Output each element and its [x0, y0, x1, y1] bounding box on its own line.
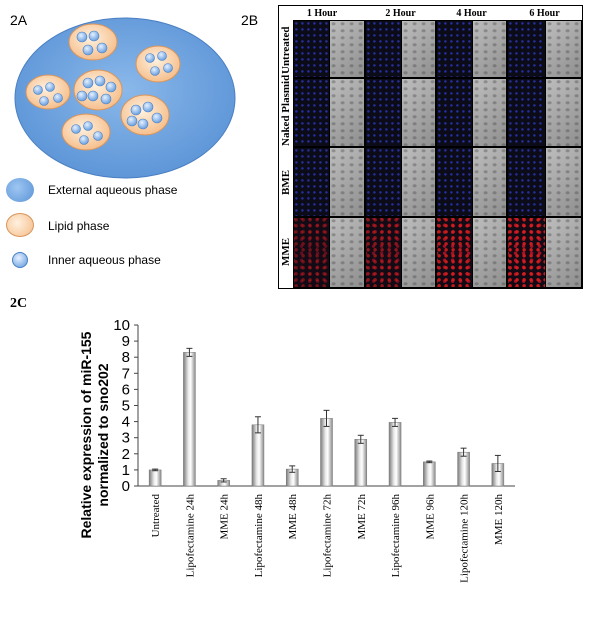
legend-label-external: External aqueous phase [48, 183, 178, 197]
legend-swatch-lipid [6, 213, 34, 237]
brightfield-image [330, 148, 364, 216]
y-tick-label: 8 [122, 349, 130, 366]
brightfield-image [473, 21, 506, 77]
brightfield-image [546, 79, 581, 146]
legend-inner-aqueous: Inner aqueous phase [6, 250, 266, 272]
x-category-label: Lipofectamine 72h [322, 494, 334, 578]
bar [457, 451, 470, 487]
row-label-strip [279, 20, 294, 288]
inner-aqueous-droplets [33, 30, 173, 145]
x-category-label: Lipofectamine 48h [253, 494, 265, 578]
bar [320, 418, 333, 487]
legend-label-lipid: Lipid phase [48, 219, 110, 233]
emulsion-diagram [14, 17, 236, 179]
bar [183, 352, 196, 487]
x-category-label: Lipofectamine 24h [184, 494, 196, 578]
fluorescence-image [508, 218, 545, 287]
fluorescence-image [437, 218, 472, 287]
bar [423, 461, 436, 487]
brightfield-image [402, 148, 435, 216]
brightfield-image [330, 21, 364, 77]
fluorescence-image [294, 21, 329, 77]
x-category-label: Lipofectamine 96h [390, 494, 402, 578]
bar [388, 422, 402, 487]
bar [251, 424, 265, 487]
brightfield-image [402, 218, 435, 287]
col-header-6h: 6 Hour [529, 8, 560, 19]
brightfield-image [546, 218, 581, 287]
brightfield-image [473, 148, 506, 216]
brightfield-image [402, 79, 435, 146]
y-tick-label: 4 [122, 414, 130, 431]
panel-2b-label: 2B [241, 12, 259, 28]
col-header-4h: 4 Hour [456, 8, 487, 19]
fluorescence-image [437, 21, 472, 77]
brightfield-image [546, 21, 581, 77]
legend-swatch-external [6, 178, 34, 202]
legend-label-inner: Inner aqueous phase [48, 253, 161, 267]
x-category-label: MME 24h [219, 494, 231, 540]
panel-2a-label: 2A [10, 12, 28, 28]
brightfield-image [546, 148, 581, 216]
fluorescence-image [294, 218, 329, 287]
panel-2c-label: 2C [10, 296, 28, 311]
x-category-label: Lipofectamine 120h [459, 494, 471, 583]
legend-lipid: Lipid phase [6, 213, 266, 239]
col-header-2h: 2 Hour [385, 8, 416, 19]
y-tick-label: 0 [122, 478, 130, 495]
x-category-label: MME 96h [424, 494, 436, 540]
brightfield-image [402, 21, 435, 77]
brightfield-image [330, 218, 364, 287]
fluorescence-image [366, 21, 401, 77]
fluorescence-image [437, 79, 472, 146]
fluorescence-image [508, 21, 545, 77]
fluorescence-image [366, 148, 401, 216]
y-tick-label: 10 [113, 317, 130, 334]
y-tick-label: 6 [122, 381, 130, 398]
bar [148, 469, 162, 487]
y-tick-label: 9 [122, 333, 130, 350]
fluorescence-image [437, 148, 472, 216]
grid-header [279, 6, 582, 20]
x-category-label: MME 48h [287, 494, 299, 540]
x-category-label: MME 120h [493, 494, 505, 546]
fluorescence-image [294, 148, 329, 216]
y-tick-label: 3 [122, 430, 130, 447]
x-category-label: MME 72h [356, 494, 368, 540]
legend-swatch-inner [12, 252, 28, 268]
fluorescence-image [294, 79, 329, 146]
fluorescence-image [366, 79, 401, 146]
fluorescence-image [508, 148, 545, 216]
col-header-1h: 1 Hour [306, 8, 338, 19]
y-tick-label: 2 [122, 446, 130, 463]
brightfield-image [473, 79, 506, 146]
legend-external-aqueous: External aqueous phase [6, 178, 266, 204]
bar [354, 439, 368, 487]
y-tick-label: 5 [122, 398, 130, 415]
x-category-label: Untreated [150, 494, 162, 538]
y-tick-label: 7 [122, 365, 130, 382]
fluorescence-image [366, 218, 401, 287]
brightfield-image [330, 79, 364, 146]
fluorescence-image [508, 79, 545, 146]
microscopy-grid: 1 Hour 2 Hour 4 Hour 6 Hour Untreated Na… [278, 5, 583, 289]
y-tick-label: 1 [122, 462, 130, 479]
brightfield-image [473, 218, 506, 287]
